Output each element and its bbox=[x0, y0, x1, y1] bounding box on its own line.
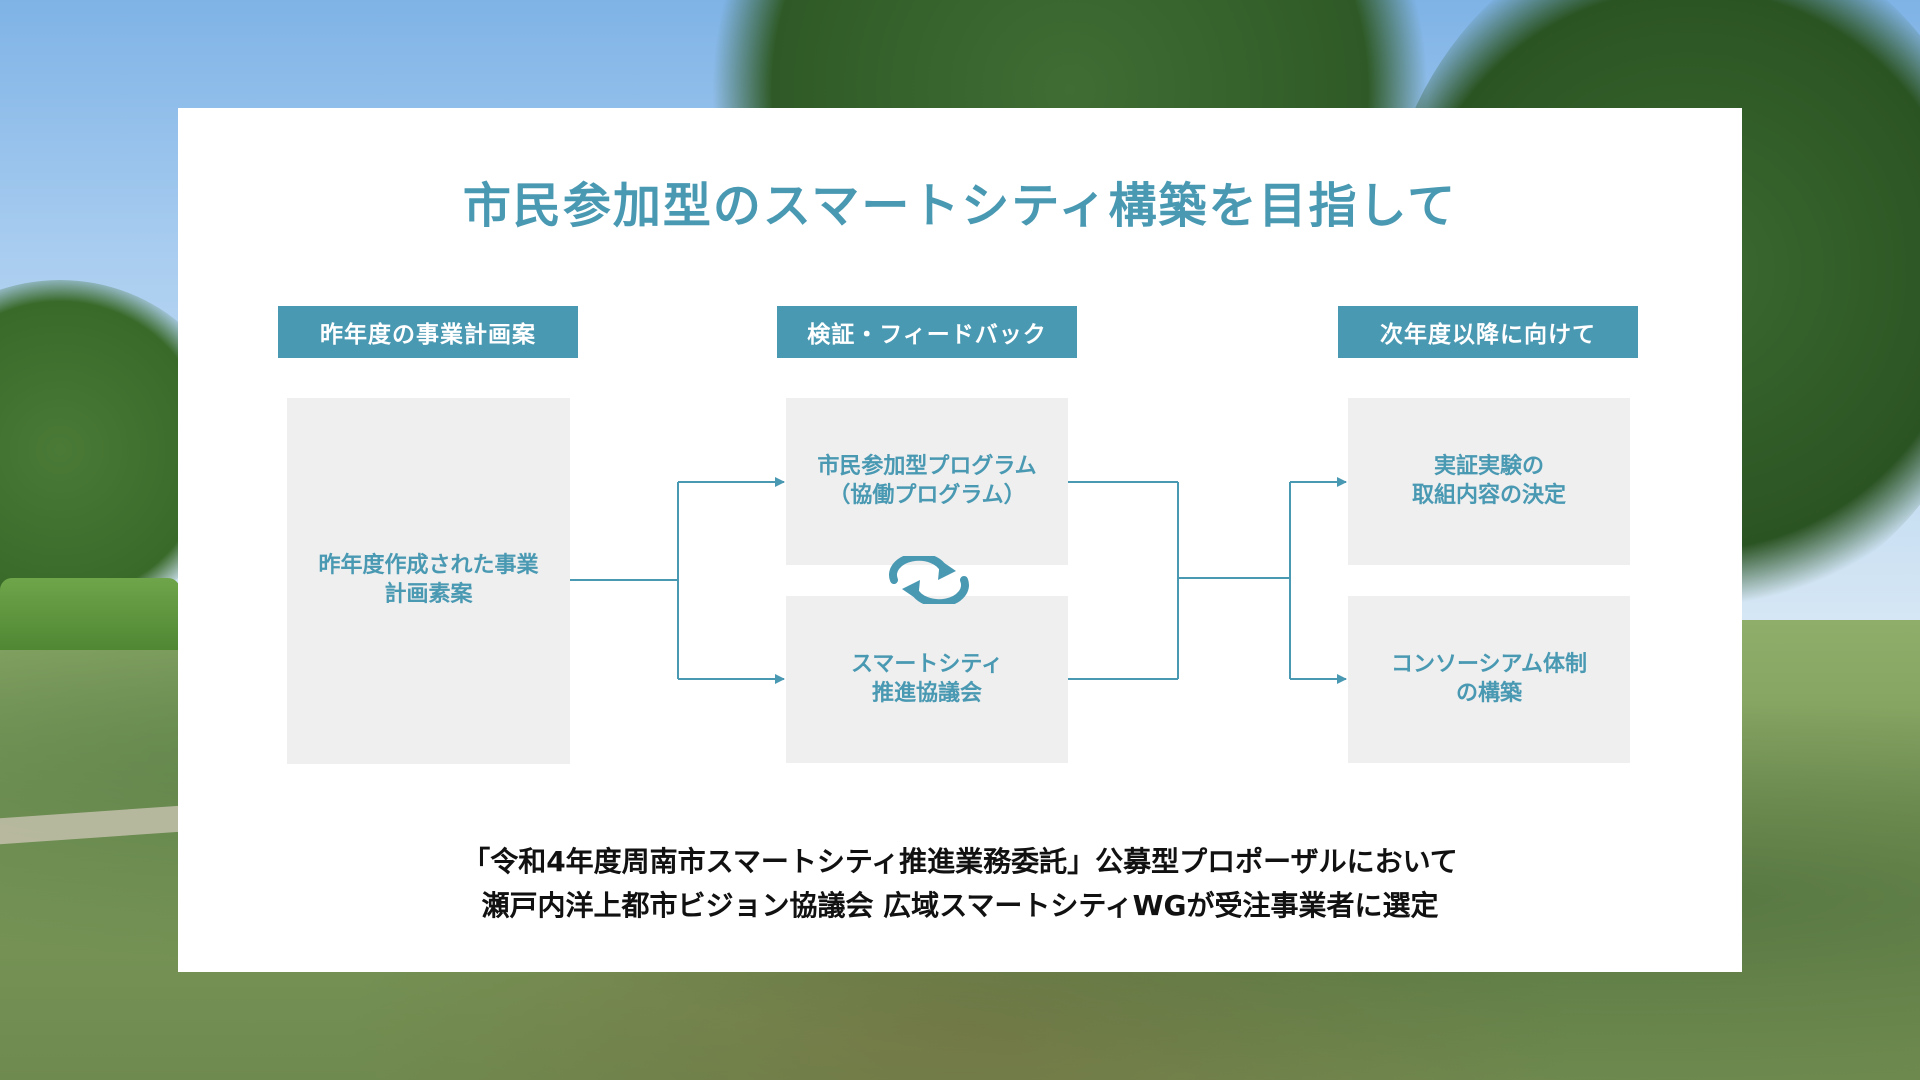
box-text-line: コンソーシアム体制 bbox=[1390, 651, 1588, 677]
header-verification-feedback: 検証・フィードバック bbox=[777, 306, 1077, 358]
box-text-line: 昨年度作成された事業 bbox=[318, 553, 539, 579]
box-text-line: 計画素案 bbox=[384, 582, 473, 607]
refresh-cycle-icon bbox=[889, 556, 969, 604]
box-text-line: 市民参加型プログラム bbox=[817, 453, 1037, 479]
box-smartcity-council: スマートシティ 推進協議会 bbox=[786, 596, 1068, 763]
box-text-line: 取組内容の決定 bbox=[1411, 482, 1566, 508]
box-text-line: 実証実験の bbox=[1433, 453, 1544, 479]
box-citizen-program: 市民参加型プログラム （協働プログラム） bbox=[786, 398, 1068, 565]
hedge bbox=[0, 578, 180, 650]
box-consortium: コンソーシアム体制 の構築 bbox=[1348, 596, 1630, 763]
footer-line-1: 「令和4年度周南市スマートシティ推進業務委託」公募型プロポーザルにおいて bbox=[462, 845, 1458, 878]
box-text-line: （協働プログラム） bbox=[828, 482, 1026, 508]
header-last-year-plan: 昨年度の事業計画案 bbox=[278, 306, 578, 358]
box-demo-decision: 実証実験の 取組内容の決定 bbox=[1348, 398, 1630, 565]
box-text-line: 推進協議会 bbox=[871, 680, 982, 706]
page-title: 市民参加型のスマートシティ構築を目指して bbox=[462, 178, 1458, 234]
flow-connectors bbox=[570, 477, 1347, 684]
header-next-year: 次年度以降に向けて bbox=[1338, 306, 1638, 358]
box-last-year-draft: 昨年度作成された事業 計画素案 bbox=[287, 398, 570, 764]
box-text-line: スマートシティ bbox=[850, 651, 1004, 677]
box-text-line: の構築 bbox=[1455, 680, 1522, 706]
content-card: 市民参加型のスマートシティ構築を目指して 昨年度の事業計画案 検証・フィードバッ… bbox=[178, 108, 1742, 972]
footer-line-2: 瀬戸内洋上都市ビジョン協議会 広域スマートシティWGが受注事業者に選定 bbox=[481, 889, 1439, 922]
